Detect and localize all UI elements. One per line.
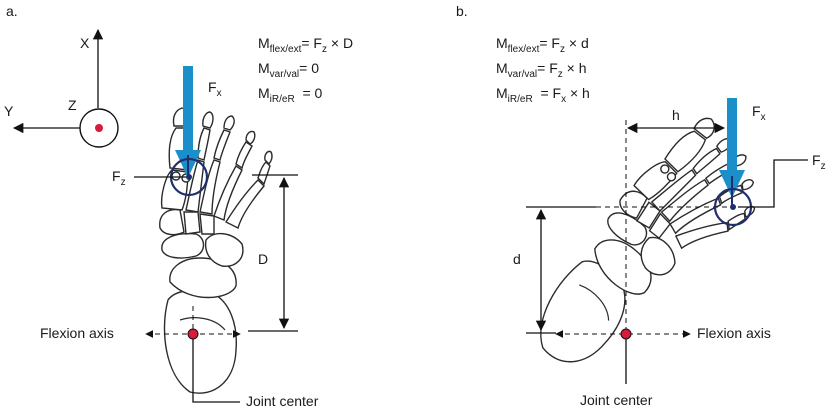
force-point-b (730, 204, 736, 210)
force-z-leader-b (738, 159, 808, 208)
joint-center-dot-b (620, 328, 632, 340)
panel-a-label: a. (6, 3, 18, 19)
equation-b-flex-ext: Mflex/ext= Fz × d (496, 35, 589, 55)
z-axis-label: Z (68, 97, 77, 113)
z-axis-dot (95, 124, 103, 132)
foot-skeleton-b (540, 117, 756, 363)
distance-h-label-b: h (672, 107, 680, 123)
foot-skeleton-a (159, 107, 273, 394)
y-axis-label: Y (4, 103, 14, 119)
force-x-label-a: Fx (208, 79, 222, 99)
equations-a: Mflex/ext= Fz × D Mvar/val= 0 MiR/eR = 0 (258, 35, 353, 105)
panel-b-label: b. (456, 3, 468, 19)
flexion-axis-label-b: Flexion axis (697, 325, 771, 341)
force-x-arrow-b (719, 98, 745, 205)
coordinate-system: X Y Z (4, 28, 119, 148)
force-x-label-b: Fx (752, 103, 766, 123)
equation-b-ir-er: MiR/eR = Fx × h (496, 85, 590, 105)
equation-b-var-val: Mvar/val= Fz × h (496, 60, 587, 80)
flexion-axis-label-a: Flexion axis (40, 325, 114, 341)
equation-a-ir-er: MiR/eR = 0 (258, 85, 323, 105)
equation-a-var-val: Mvar/val= 0 (258, 60, 319, 80)
equations-b: Mflex/ext= Fz × d Mvar/val= Fz × h MiR/e… (496, 35, 590, 105)
force-z-label-a: Fz (112, 168, 126, 188)
joint-center-dot-a (187, 328, 199, 340)
joint-center-label-b: Joint center (580, 392, 653, 408)
x-axis-label: X (80, 35, 90, 51)
equation-a-flex-ext: Mflex/ext= Fz × D (258, 35, 353, 55)
force-z-label-b: Fz (812, 152, 826, 172)
panel-b: b. Mflex/ext= Fz × d Mvar/val= Fz × h Mi… (456, 3, 826, 408)
force-point-a (186, 174, 192, 180)
joint-center-leader-a (192, 339, 240, 403)
distance-d-label-b: d (513, 251, 521, 267)
distance-d-label-a: D (258, 251, 268, 267)
joint-center-label-a: Joint center (246, 393, 319, 409)
panel-a: a. X Y Z Mflex/ext= Fz × D Mvar/val= 0 M… (4, 3, 353, 409)
